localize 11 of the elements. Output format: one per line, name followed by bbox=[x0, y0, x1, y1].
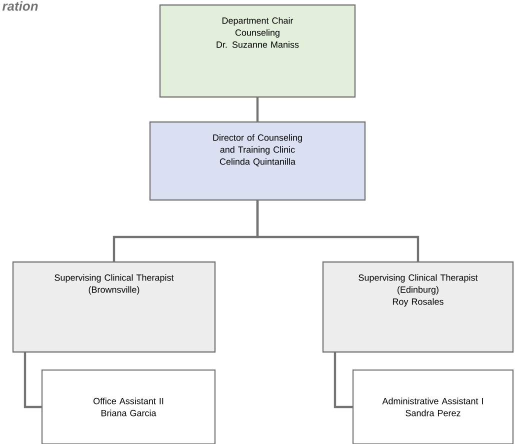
org-box: Supervising Clinical Therapist (Edinburg) Roy Rosales bbox=[322, 261, 514, 353]
org-box: Administrative Assistant I Sandra Perez bbox=[352, 369, 514, 444]
connector bbox=[256, 97, 259, 122]
org-box: Supervising Clinical Therapist (Brownsville) bbox=[12, 261, 216, 353]
connector bbox=[24, 352, 42, 408]
connector bbox=[256, 200, 420, 262]
heading-fragment: ration bbox=[2, 1, 38, 11]
org-box: Director of Counseling and Training Clinic Celinda Quintanilla bbox=[149, 121, 366, 201]
connector bbox=[334, 352, 353, 408]
org-box: Office Assistant II Briana Garcia bbox=[41, 369, 216, 444]
org-box: Department Chair Counseling Dr. Suzanne Maniss bbox=[159, 4, 356, 98]
